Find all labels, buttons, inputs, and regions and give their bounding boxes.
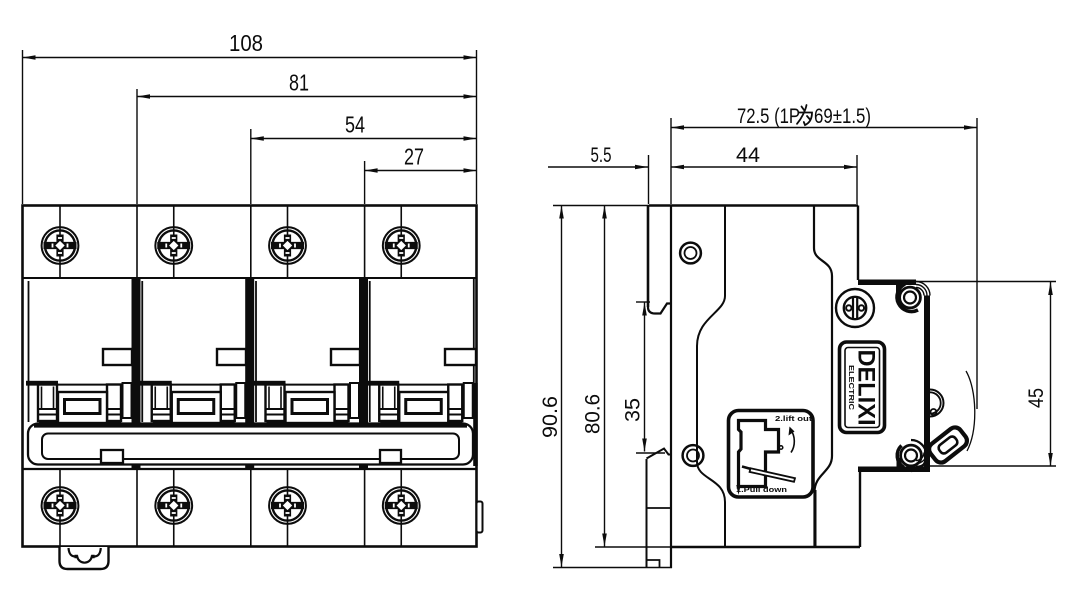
svg-text:5.5: 5.5 bbox=[591, 144, 612, 167]
svg-text:1.Pull down: 1.Pull down bbox=[736, 485, 788, 494]
svg-text:54: 54 bbox=[345, 112, 365, 138]
svg-text:45: 45 bbox=[1025, 388, 1048, 408]
svg-text:90.6: 90.6 bbox=[539, 396, 562, 438]
svg-text:ELECTRIC: ELECTRIC bbox=[847, 365, 854, 410]
svg-text:2.lift out: 2.lift out bbox=[775, 414, 813, 423]
svg-text:80.6: 80.6 bbox=[582, 394, 605, 434]
svg-text:69±1.5): 69±1.5) bbox=[814, 105, 871, 128]
svg-text:81: 81 bbox=[289, 70, 309, 96]
svg-text:27: 27 bbox=[404, 144, 424, 170]
svg-text:108: 108 bbox=[229, 30, 263, 56]
svg-text:72.5 (1P: 72.5 (1P bbox=[737, 105, 800, 128]
svg-text:DELIXI: DELIXI bbox=[853, 350, 880, 426]
svg-text:35: 35 bbox=[622, 398, 645, 422]
svg-text:44: 44 bbox=[736, 144, 760, 167]
